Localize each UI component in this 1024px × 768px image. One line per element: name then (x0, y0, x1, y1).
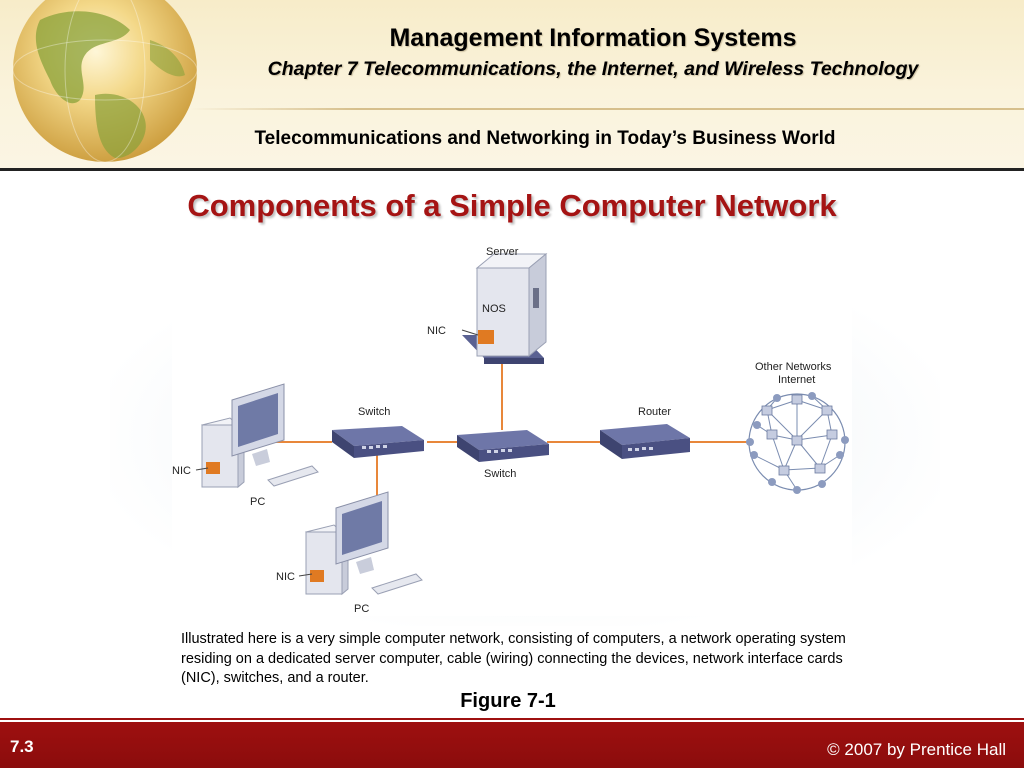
pc1-label: PC (250, 496, 265, 508)
nos-label: NOS (482, 303, 506, 315)
copyright-notice: © 2007 by Prentice Hall (827, 740, 1006, 759)
switch-left-label: Switch (358, 406, 390, 418)
pc2-nic-label: NIC (276, 571, 295, 583)
pc1-nic-label: NIC (172, 465, 191, 477)
server-label: Server (486, 246, 519, 258)
figure-label: Figure 7-1 (460, 690, 556, 712)
slide-footer (0, 722, 1024, 768)
pc1-icon (200, 383, 319, 489)
slide-title: Components of a Simple Computer Network (187, 188, 837, 223)
footer-line (0, 718, 1024, 720)
switch-center-label: Switch (484, 468, 516, 480)
course-title: Management Information Systems (389, 24, 797, 52)
server-nic-pointer (461, 329, 479, 336)
section-title: Telecommunications and Networking in Tod… (254, 128, 836, 149)
internet-label: Internet (778, 374, 815, 386)
pc2-nic-card (310, 570, 324, 582)
switch-center-icon (457, 430, 549, 462)
server-icon (462, 252, 548, 364)
figure-caption: Illustrated here is a very simple comput… (181, 631, 846, 686)
internet-network-icon (746, 392, 849, 494)
switch-left-icon (332, 426, 424, 458)
router-icon (600, 424, 690, 459)
chapter-title: Chapter 7 Telecommunications, the Intern… (267, 58, 919, 80)
pc2-icon (304, 491, 423, 596)
network-diagram: Server NOS NIC Switch Switch (172, 240, 852, 616)
header-bottom-rule (0, 168, 1024, 171)
pc2-label: PC (354, 603, 369, 615)
router-label: Router (638, 406, 671, 418)
server-nic-label: NIC (427, 325, 446, 337)
other-networks-label: Other Networks (755, 361, 832, 373)
globe-logo (12, 0, 198, 163)
header-divider (190, 108, 1024, 110)
pc1-nic-card (206, 462, 220, 474)
slide-number: 7.3 (10, 737, 34, 756)
server-nic-card (478, 330, 494, 344)
